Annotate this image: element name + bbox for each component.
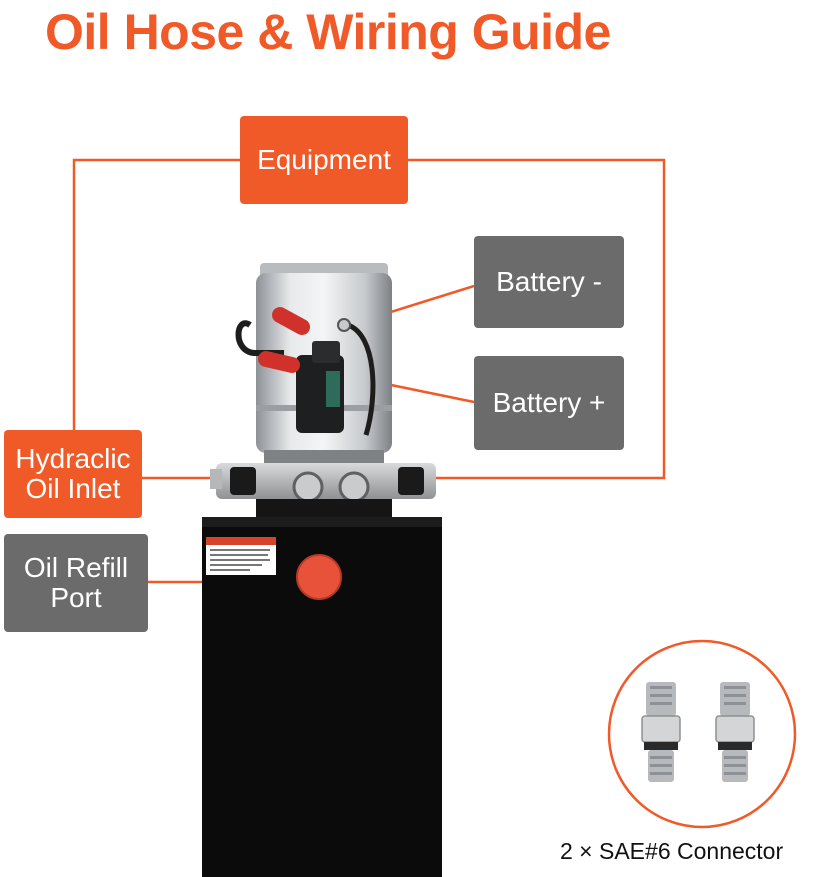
warning-sticker xyxy=(206,537,276,575)
tank-neck xyxy=(256,499,392,519)
connector-right xyxy=(715,682,755,782)
valve-block xyxy=(210,463,436,503)
battery-positive-label: Battery + xyxy=(474,356,624,450)
solenoid xyxy=(296,341,344,433)
equipment-loop-line-right xyxy=(408,158,666,480)
oil-inlet-label: Hydraclic Oil Inlet xyxy=(4,430,142,518)
equipment-loop-line xyxy=(72,158,240,430)
connector-caption: 2 × SAE#6 Connector xyxy=(560,838,784,864)
connector-left xyxy=(641,682,681,782)
sae-connectors-inset xyxy=(607,639,797,829)
battery-negative-label: Battery - xyxy=(474,236,624,328)
refill-cap xyxy=(296,554,342,600)
battery-cables xyxy=(235,307,376,436)
page-title: Oil Hose & Wiring Guide xyxy=(45,4,611,60)
equipment-label: Equipment xyxy=(240,116,408,204)
oil-refill-port-label: Oil Refill Port xyxy=(4,534,148,632)
hydraulic-pump-unit xyxy=(202,263,442,877)
